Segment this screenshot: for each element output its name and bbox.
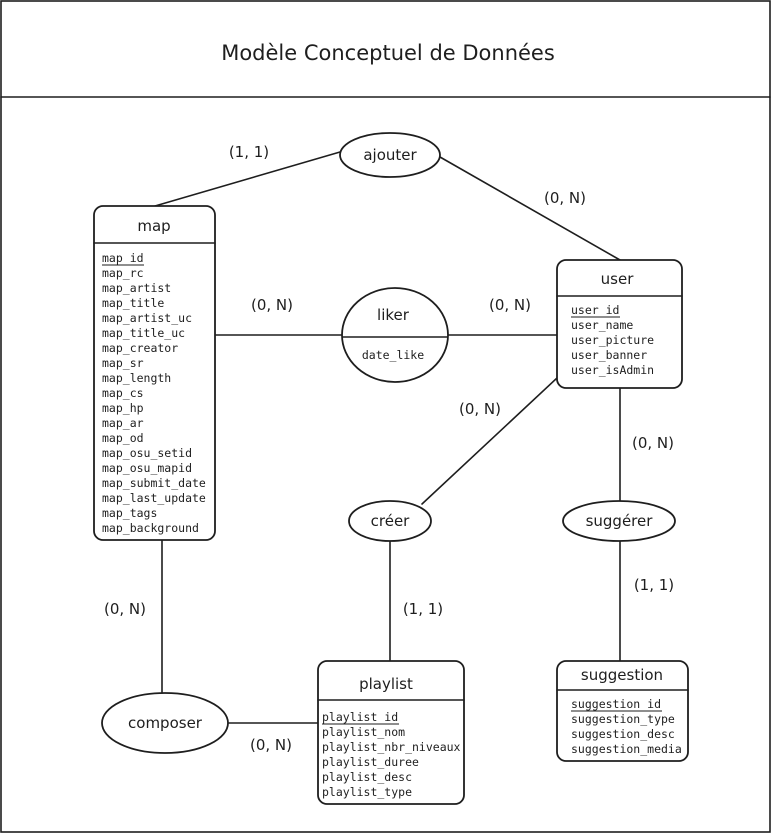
primary-key-attribute: suggestion_id [571, 697, 661, 711]
entity-attribute: playlist_nom [322, 725, 405, 739]
entity-attribute: map_title_uc [102, 326, 185, 340]
relation-suggerer-shape [562, 500, 676, 542]
entity-suggestion-title: suggestion [581, 666, 663, 684]
entity-attribute: map_creator [102, 341, 178, 355]
cardinalities: (1, 1) (0, N) (0, N) (0, N) (0, N) (0, N… [104, 143, 674, 754]
entity-attribute: suggestion_type [571, 712, 675, 726]
entity-attribute: playlist_nbr_niveaux [322, 740, 461, 754]
entity-playlist-attributes: playlist_idplaylist_nomplaylist_nbr_nive… [322, 710, 461, 799]
entity-suggestion: suggestion suggestion_idsuggestion_types… [556, 660, 689, 762]
entity-attribute: user_isAdmin [571, 363, 654, 377]
entity-user-attributes: user_iduser_nameuser_pictureuser_banneru… [571, 303, 654, 377]
entity-map: map map_idmap_rcmap_artistmap_titlemap_a… [93, 205, 216, 541]
entity-attribute: map_od [102, 431, 144, 445]
entity-user-title: user [601, 270, 635, 288]
relation-suggerer-label: suggérer [586, 512, 654, 530]
entity-attribute: user_picture [571, 333, 654, 347]
entity-attribute: map_ar [102, 416, 144, 430]
entity-attribute: map_last_update [102, 491, 206, 505]
relation-suggerer: suggérer [562, 500, 676, 542]
primary-key-attribute: user_id [571, 303, 619, 317]
relation-ajouter-shape [339, 132, 441, 178]
entity-attribute: map_osu_setid [102, 446, 192, 460]
card-composer-playlist: (0, N) [250, 736, 292, 754]
relation-ajouter-label: ajouter [363, 146, 417, 164]
card-creer-user: (0, N) [459, 400, 501, 418]
entity-map-box [93, 205, 216, 541]
entity-attribute: playlist_type [322, 785, 412, 799]
entity-attribute: map_background [102, 521, 199, 535]
relation-creer-shape [348, 500, 432, 542]
primary-key-attribute: map_id [102, 251, 144, 265]
entity-attribute: map_artist_uc [102, 311, 192, 325]
connectors [154, 151, 621, 724]
entity-playlist-box [317, 660, 465, 805]
entity-attribute: map_tags [102, 506, 157, 520]
entity-attribute: user_banner [571, 348, 647, 362]
card-composer-map: (0, N) [104, 600, 146, 618]
card-liker-user: (0, N) [489, 296, 531, 314]
relation-liker-label: liker [377, 306, 410, 324]
entity-suggestion-attributes: suggestion_idsuggestion_typesuggestion_d… [571, 697, 682, 756]
card-suggerer-user: (0, N) [632, 434, 674, 452]
entity-attribute: map_rc [102, 266, 144, 280]
card-ajouter-user: (0, N) [544, 189, 586, 207]
relation-liker-attribute: date_like [362, 348, 424, 362]
line-ajouter-user [439, 156, 621, 261]
entity-attribute: map_artist [102, 281, 171, 295]
relation-creer: créer [348, 500, 432, 542]
entity-attribute: map_submit_date [102, 476, 206, 490]
entity-attribute: map_osu_mapid [102, 461, 192, 475]
entity-attribute: playlist_duree [322, 755, 419, 769]
relation-creer-label: créer [371, 512, 411, 530]
relation-liker: liker date_like [341, 287, 449, 383]
entity-map-attributes: map_idmap_rcmap_artistmap_titlemap_artis… [102, 251, 206, 535]
primary-key-attribute: playlist_id [322, 710, 398, 724]
card-creer-playlist: (1, 1) [403, 600, 443, 618]
entity-attribute: suggestion_media [571, 742, 682, 756]
line-map-ajouter [154, 151, 341, 207]
card-liker-map: (0, N) [251, 296, 293, 314]
entity-attribute: user_name [571, 318, 633, 332]
line-user-creer [421, 377, 558, 505]
card-ajouter-map: (1, 1) [229, 143, 269, 161]
relation-composer-label: composer [128, 714, 203, 732]
relation-liker-shape [341, 287, 449, 383]
entity-attribute: suggestion_desc [571, 727, 675, 741]
entity-attribute: map_sr [102, 356, 144, 370]
entity-attribute: map_hp [102, 401, 144, 415]
entity-attribute: map_length [102, 371, 171, 385]
relation-composer-shape [101, 692, 229, 754]
entity-attribute: map_cs [102, 386, 144, 400]
diagram-title: Modèle Conceptuel de Données [221, 41, 555, 65]
entity-map-title: map [137, 217, 170, 235]
entity-playlist: playlist playlist_idplaylist_nomplaylist… [317, 660, 465, 805]
card-suggerer-suggestion: (1, 1) [634, 576, 674, 594]
relation-composer: composer [101, 692, 229, 754]
entity-attribute: map_title [102, 296, 164, 310]
entity-attribute: playlist_desc [322, 770, 412, 784]
relation-ajouter: ajouter [339, 132, 441, 178]
entity-user: user user_iduser_nameuser_pictureuser_ba… [556, 259, 683, 389]
entity-playlist-title: playlist [359, 675, 413, 693]
entity-user-box [556, 259, 683, 389]
